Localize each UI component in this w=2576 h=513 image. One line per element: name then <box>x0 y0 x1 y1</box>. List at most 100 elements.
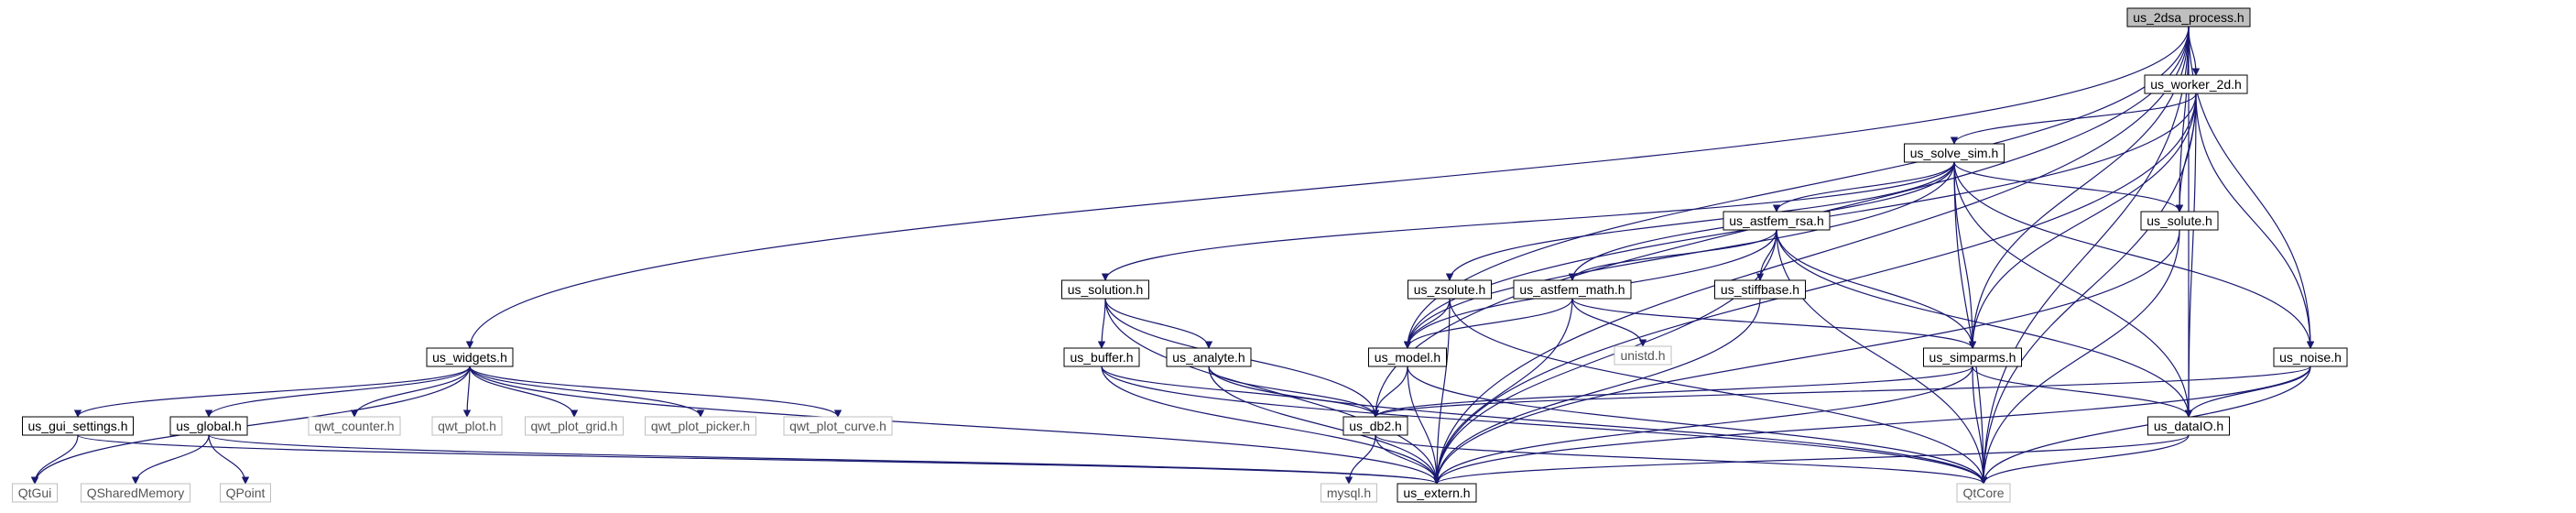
edge-us-widgets-to-qwt-plot-picker <box>469 366 705 418</box>
edge-us-dataIO-to-us-extern <box>1433 434 2190 485</box>
node-us-solution[interactable]: us_solution.h <box>1061 279 1149 300</box>
edge-us-noise-to-us-db2 <box>1372 366 2311 418</box>
node-box <box>1614 345 1672 366</box>
node-box <box>1061 279 1149 300</box>
node-box <box>431 416 503 436</box>
node-label: us_buffer.h <box>1070 350 1133 365</box>
node-us-simparms[interactable]: us_simparms.h <box>1923 347 2022 367</box>
node-box <box>22 416 134 436</box>
node-us-dataIO[interactable]: us_dataIO.h <box>2147 416 2230 436</box>
node-label: us_worker_2d.h <box>2150 77 2242 92</box>
edge-us-solve-sim-to-us-solute <box>1953 161 2184 213</box>
edge-us-worker-2d-to-us-dataIO <box>2184 93 2197 418</box>
edge-us-global-to-us-extern <box>208 434 1440 485</box>
node-us-analyte[interactable]: us_analyte.h <box>1166 347 1252 367</box>
node-box <box>81 483 190 503</box>
node-us-zsolute[interactable]: us_zsolute.h <box>1408 279 1492 300</box>
edge-us-simparms-to-us-dataIO <box>1972 366 2193 418</box>
node-box <box>2273 347 2348 367</box>
node-label: us_analyte.h <box>1172 350 1245 365</box>
node-unistd: unistd.h <box>1614 345 1672 366</box>
node-label: us_gui_settings.h <box>28 419 128 433</box>
edge-us-widgets-to-us-global <box>204 366 471 418</box>
edge-us-gui-settings-to-QtGui <box>30 434 79 485</box>
node-box <box>12 483 58 503</box>
edge-us-analyte-to-QtCore <box>1208 366 1988 485</box>
edge-us-widgets-to-qwt-plot-curve <box>469 366 842 418</box>
edge-us-simparms-to-QtCore <box>1972 366 1988 485</box>
edge-us-buffer-to-us-db2 <box>1101 366 1380 418</box>
edge-us-2dsa-process-to-QtCore <box>1979 26 2190 485</box>
edge-us-solve-sim-to-us-zsolute <box>1445 161 1955 281</box>
node-us-worker-2d[interactable]: us_worker_2d.h <box>2144 74 2248 94</box>
node-label: mysql.h <box>1327 486 1371 500</box>
edge-us-solve-sim-to-us-solution <box>1101 161 1955 281</box>
node-label: QSharedMemory <box>87 486 185 500</box>
node-label: QPoint <box>226 486 266 500</box>
node-box <box>2126 7 2251 27</box>
edge-us-solve-sim-to-us-model <box>1403 161 1955 349</box>
node-qwt-plot-curve: qwt_plot_curve.h <box>783 416 893 436</box>
node-box <box>1923 347 2022 367</box>
edge-us-astfem-math-to-unistd <box>1571 298 1647 347</box>
edge-us-widgets-to-qwt-plot-grid <box>469 366 579 418</box>
node-us-noise[interactable]: us_noise.h <box>2273 347 2348 367</box>
node-label: us_solute.h <box>2147 213 2212 228</box>
edge-us-astfem-rsa-to-us-astfem-math <box>1568 229 1777 281</box>
node-us-model[interactable]: us_model.h <box>1368 347 1447 367</box>
node-us-solute[interactable]: us_solute.h <box>2140 211 2219 231</box>
edge-us-widgets-to-qwt-plot <box>462 366 472 418</box>
edge-us-worker-2d-to-QtCore <box>1979 93 2197 485</box>
edge-us-global-to-QSharedMemory <box>131 434 210 485</box>
node-qwt-plot-grid: qwt_plot_grid.h <box>525 416 624 436</box>
node-us-gui-settings[interactable]: us_gui_settings.h <box>22 416 134 436</box>
node-us-extern[interactable]: us_extern.h <box>1397 483 1477 503</box>
edge-us-worker-2d-to-us-solve-sim <box>1950 93 2197 145</box>
node-us-global[interactable]: us_global.h <box>169 416 248 436</box>
edge-us-analyte-to-us-db2 <box>1208 366 1380 418</box>
node-box <box>1723 211 1831 231</box>
node-qwt-plot: qwt_plot.h <box>431 416 503 436</box>
node-box <box>1063 347 1140 367</box>
node-label: us_db2.h <box>1349 419 1402 433</box>
dependency-edges <box>30 26 2315 485</box>
node-box <box>220 483 271 503</box>
edge-us-db2-to-mysql <box>1344 434 1376 485</box>
edge-us-buffer-to-QtCore <box>1101 366 1988 485</box>
node-QSharedMemory: QSharedMemory <box>81 483 190 503</box>
node-us-db2[interactable]: us_db2.h <box>1342 416 1408 436</box>
node-us-stiffbase[interactable]: us_stiffbase.h <box>1714 279 1806 300</box>
node-us-astfem-rsa[interactable]: us_astfem_rsa.h <box>1723 211 1831 231</box>
edge-us-solution-to-us-buffer <box>1097 298 1106 349</box>
node-label: us_model.h <box>1375 350 1440 365</box>
node-box <box>2147 416 2230 436</box>
node-box <box>1397 483 1477 503</box>
edge-us-zsolute-to-us-extern <box>1432 298 1451 485</box>
node-label: us_astfem_math.h <box>1519 282 1625 297</box>
node-mysql: mysql.h <box>1321 483 1377 503</box>
node-us-solve-sim[interactable]: us_solve_sim.h <box>1904 143 2005 163</box>
edge-us-astfem-rsa-to-us-simparms <box>1776 229 1977 349</box>
node-box <box>1408 279 1492 300</box>
node-QtCore: QtCore <box>1956 483 2011 503</box>
node-us-widgets[interactable]: us_widgets.h <box>426 347 514 367</box>
edge-us-global-to-QPoint <box>208 434 250 485</box>
edge-us-widgets-to-us-extern <box>469 366 1441 485</box>
node-box <box>1166 347 1252 367</box>
node-box <box>1368 347 1447 367</box>
node-label: us_extern.h <box>1403 486 1470 500</box>
edge-us-worker-2d-to-us-extern <box>1432 93 2197 485</box>
node-us-2dsa-process[interactable]: us_2dsa_process.h <box>2126 7 2251 27</box>
edge-us-2dsa-process-to-us-widgets <box>465 26 2190 349</box>
edge-us-noise-to-us-extern <box>1432 366 2311 485</box>
node-box <box>1513 279 1632 300</box>
edge-us-2dsa-process-to-us-extern <box>1432 26 2190 485</box>
node-label: us_simparms.h <box>1929 350 2016 365</box>
node-us-buffer[interactable]: us_buffer.h <box>1063 347 1140 367</box>
node-us-astfem-math[interactable]: us_astfem_math.h <box>1513 279 1632 300</box>
node-box <box>1714 279 1806 300</box>
node-box <box>1904 143 2005 163</box>
node-box <box>2144 74 2248 94</box>
node-QPoint: QPoint <box>220 483 271 503</box>
